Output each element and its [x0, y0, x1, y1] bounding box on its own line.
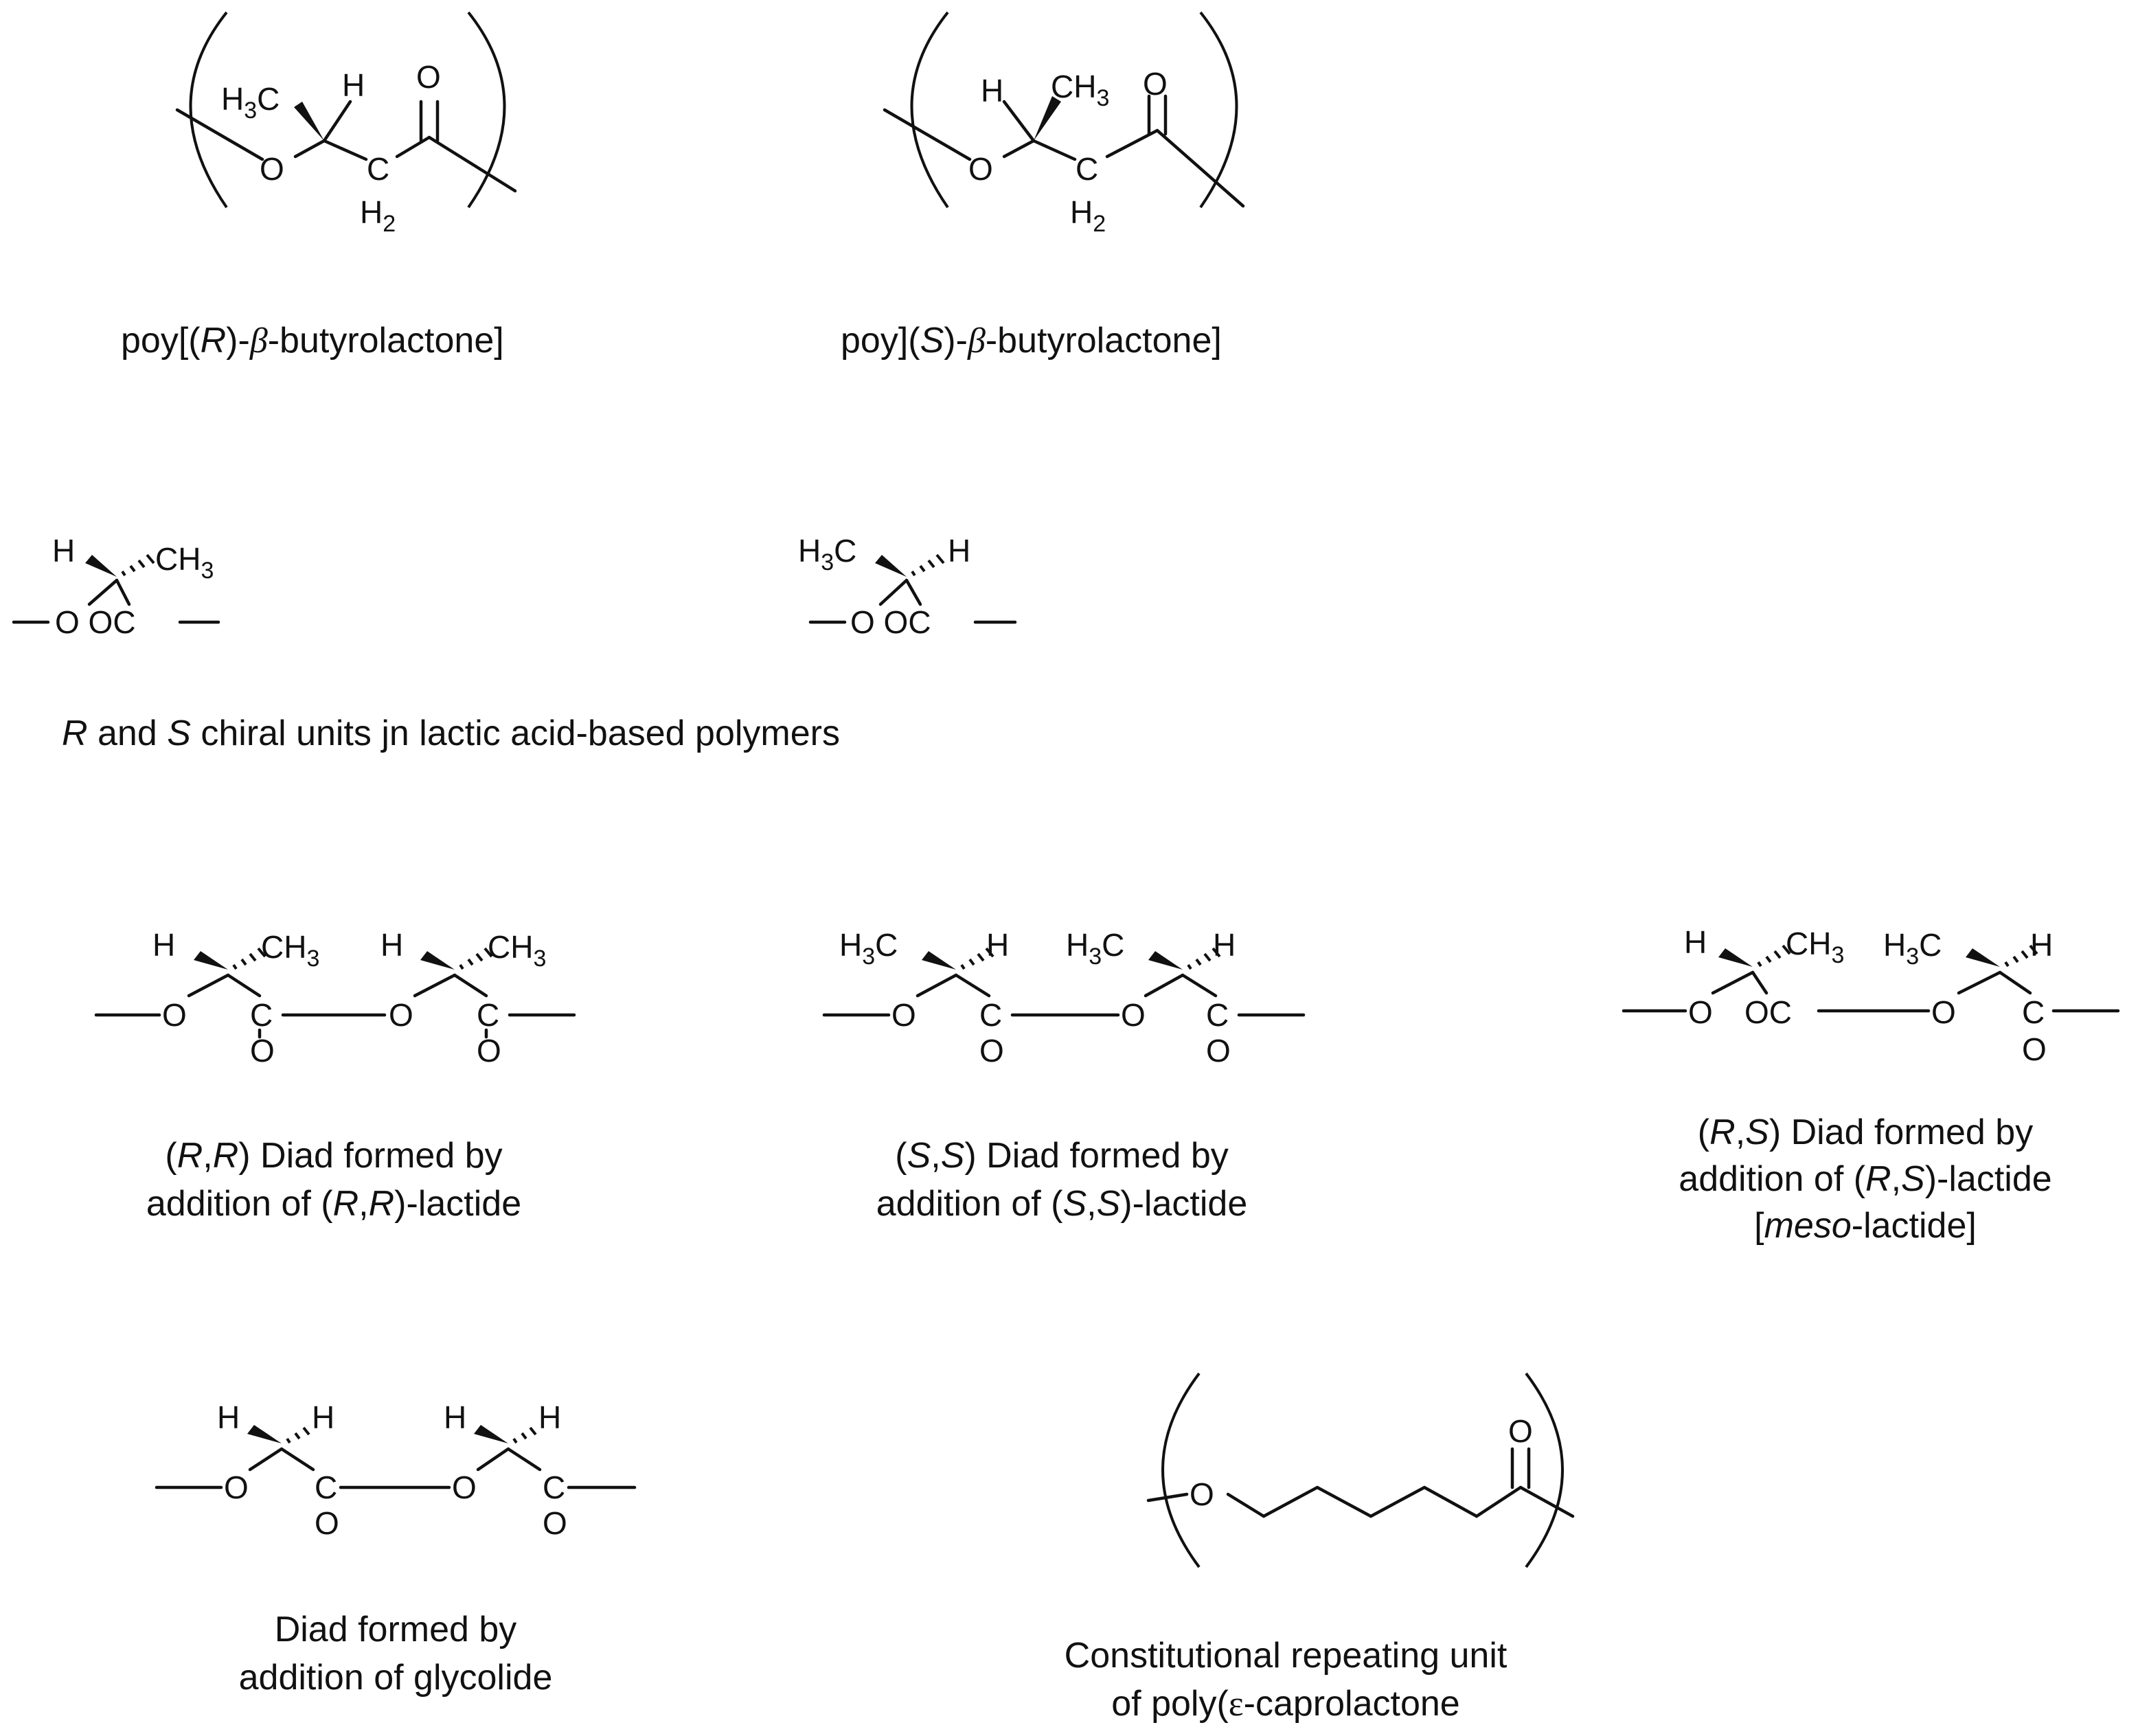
structure-r-unit: H CH3 O OC: [12, 533, 220, 640]
chain-c-label: C: [367, 151, 389, 187]
structure-s-unit: H3C H O OC: [798, 533, 1017, 640]
carbonyl-o-label: O: [1143, 66, 1168, 102]
svg-text:addition of (R,S)-lactide: addition of (R,S)-lactide: [1679, 1159, 2051, 1199]
h2-label: H2: [1070, 194, 1106, 237]
chain-o-label: O: [1190, 1476, 1214, 1512]
o-label: O: [1931, 994, 1956, 1030]
ch3-label: CH3: [1051, 69, 1109, 111]
h-label: H: [380, 927, 403, 963]
ch3-label: CH3: [261, 929, 319, 972]
h-label: H: [1213, 927, 1236, 963]
o-label: O: [389, 997, 413, 1033]
h3c-label: H3C: [798, 533, 856, 575]
o-label: O: [543, 1505, 567, 1541]
svg-text:[meso-lactide]: [meso-lactide]: [1754, 1206, 1977, 1246]
caption-s-pbl: poy](S)-β-butyrolactone]: [841, 321, 1222, 361]
svg-text:of poly(ε-caprolactone: of poly(ε-caprolactone: [1111, 1684, 1459, 1724]
c-label: C: [315, 1470, 337, 1505]
h-label: H: [152, 927, 175, 963]
o-label: O: [224, 1470, 249, 1505]
caption-lactic: R and S chiral units jn lactic acid-base…: [62, 713, 840, 753]
o-label: O: [250, 1033, 275, 1069]
ch3-label: CH3: [1786, 926, 1844, 968]
svg-text:(S,S) Diad formed by: (S,S) Diad formed by: [895, 1136, 1229, 1176]
caption-pcl: Constitutional repeating unit of poly(ε-…: [1065, 1636, 1508, 1724]
svg-text:addition of (R,R)-lactide: addition of (R,R)-lactide: [146, 1184, 521, 1224]
c-label: C: [2022, 994, 2045, 1030]
structure-rr-diad: H CH3 H CH3 O C O O C O: [94, 927, 576, 1069]
structure-r-pbl: H3C H O O C H2: [175, 11, 517, 237]
h-label: H: [1684, 924, 1707, 960]
caption-ss: (S,S) Diad formed by addition of (S,S)-l…: [876, 1136, 1248, 1224]
h-label: H: [538, 1400, 561, 1435]
carbonyl-o-label: O: [1508, 1413, 1533, 1449]
o-label: O: [891, 997, 916, 1033]
svg-text:Constitutional repeating unit: Constitutional repeating unit: [1065, 1636, 1508, 1676]
c-label: C: [250, 997, 273, 1033]
h-label: H: [217, 1400, 240, 1435]
o-label: O: [452, 1470, 477, 1505]
o-label: O: [477, 1033, 501, 1069]
oc-label: OC: [1744, 994, 1792, 1030]
h-label: H: [444, 1400, 466, 1435]
structure-ss-diad: H3C H H3C H O C O O C O: [822, 927, 1306, 1069]
o-label: O: [162, 997, 187, 1033]
o-label: O: [2022, 1031, 2047, 1067]
h-label: H: [981, 73, 1003, 108]
structure-s-pbl: H CH3 O O C H2: [883, 11, 1245, 237]
svg-text:addition of glycolide: addition of glycolide: [239, 1658, 553, 1698]
h-label: H: [986, 927, 1009, 963]
o-label: O: [315, 1505, 339, 1541]
ch3-label: CH3: [488, 929, 546, 972]
h2-label: H2: [360, 194, 396, 237]
h3c-label: H3C: [1883, 927, 1942, 970]
caption-r-pbl: poy[(R)-β-butyrolactone]: [121, 321, 504, 361]
svg-text:(R,S) Diad formed by: (R,S) Diad formed by: [1698, 1112, 2033, 1152]
h-label: H: [342, 67, 365, 103]
structure-pcl: O O: [1146, 1372, 1575, 1568]
h-label: H: [948, 533, 970, 569]
chain-o-label: O: [260, 151, 284, 187]
o-label: O: [1688, 994, 1713, 1030]
caption-glycolide: Diad formed by addition of glycolide: [239, 1610, 553, 1698]
chain-c-label: C: [1076, 151, 1098, 187]
c-label: C: [477, 997, 499, 1033]
structure-rs-diad: H CH3 H3C H O OC O C O: [1622, 924, 2120, 1067]
o-label: O: [1206, 1033, 1231, 1069]
c-label: C: [1206, 997, 1229, 1033]
chain-o-label: O: [968, 151, 993, 187]
structure-glycolide-diad: H H H H O C O O C O: [155, 1400, 637, 1541]
h-label: H: [312, 1400, 334, 1435]
chain-label: O OC: [55, 604, 136, 640]
h3c-label: H3C: [839, 927, 898, 970]
caption-rr: (R,R) Diad formed by addition of (R,R)-l…: [146, 1136, 521, 1224]
h-label: H: [52, 533, 75, 569]
svg-text:(R,R) Diad formed by: (R,R) Diad formed by: [165, 1136, 502, 1176]
chain-label: O OC: [850, 604, 931, 640]
o-label: O: [979, 1033, 1004, 1069]
caption-rs: (R,S) Diad formed by addition of (R,S)-l…: [1679, 1112, 2051, 1246]
h3c-label: H3C: [221, 81, 280, 124]
c-label: C: [979, 997, 1002, 1033]
svg-text:addition of (S,S)-lactide: addition of (S,S)-lactide: [876, 1184, 1248, 1224]
o-label: O: [1121, 997, 1146, 1033]
ch3-label: CH3: [155, 541, 214, 584]
svg-text:Diad formed by: Diad formed by: [275, 1610, 517, 1649]
h-label: H: [2030, 927, 2053, 963]
c-label: C: [543, 1470, 565, 1505]
carbonyl-o-label: O: [416, 59, 441, 95]
h3c-label: H3C: [1066, 927, 1124, 970]
